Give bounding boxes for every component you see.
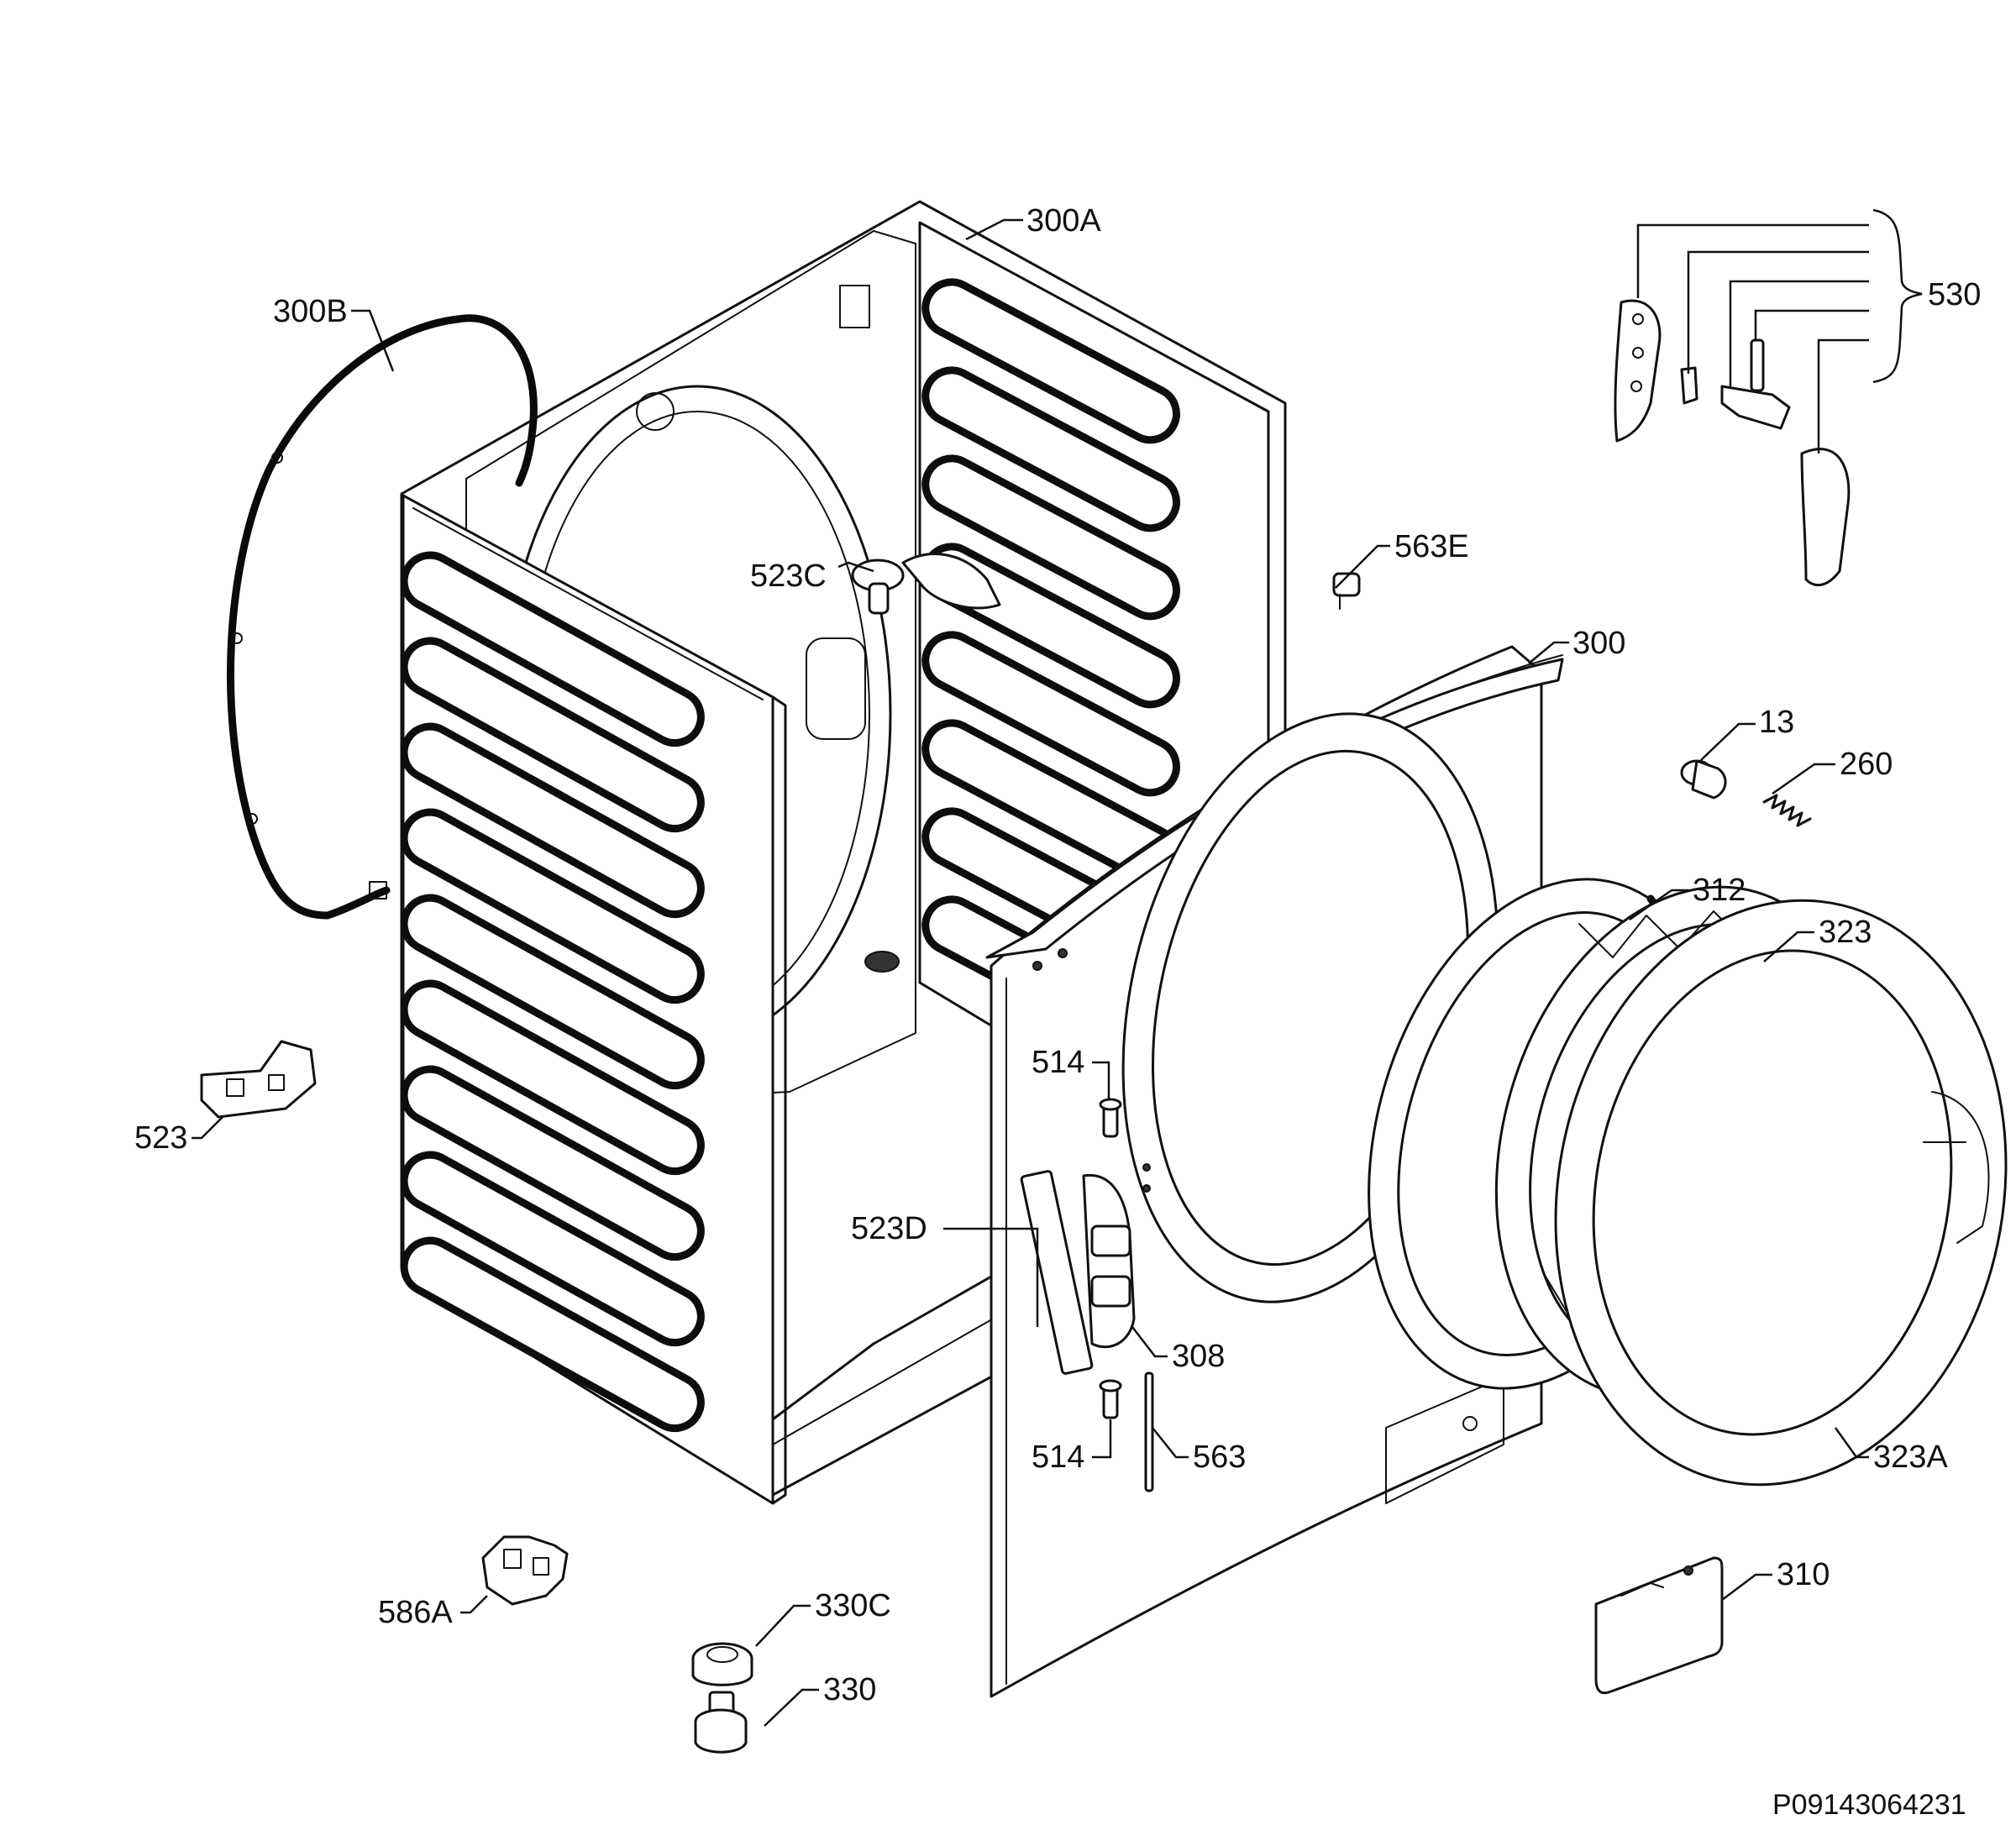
label-330: 330 — [823, 1672, 876, 1707]
label-308: 308 — [1172, 1339, 1225, 1374]
part-586A — [481, 1535, 569, 1606]
foot-330 — [694, 1691, 748, 1754]
hinge-523D-308 — [1020, 1170, 1136, 1375]
screw-514-top — [1099, 1098, 1122, 1138]
seal-300B — [226, 314, 538, 920]
part-563E — [1332, 572, 1361, 610]
outer-door-323A — [1554, 899, 2008, 1487]
label-300B: 300B — [273, 294, 348, 329]
part-13 — [1680, 759, 1727, 800]
label-523C: 523C — [750, 559, 827, 594]
label-514-top: 514 — [1032, 1045, 1084, 1080]
pin-563 — [1144, 1371, 1154, 1492]
label-323A: 323A — [1873, 1440, 1948, 1475]
label-300A: 300A — [1026, 203, 1101, 239]
label-514-bottom: 514 — [1032, 1440, 1084, 1475]
nut-330C — [691, 1642, 753, 1686]
drawing-code: P09143064231 — [1772, 1789, 1966, 1821]
label-563E: 563E — [1394, 529, 1469, 564]
part-labels: 300A 300B 530 563E 523C 300 13 260 312 3… — [134, 203, 1981, 1821]
label-563: 563 — [1193, 1440, 1246, 1475]
label-13: 13 — [1759, 705, 1794, 740]
label-530: 530 — [1928, 277, 1981, 312]
label-330C: 330C — [815, 1588, 891, 1623]
label-523: 523 — [134, 1120, 187, 1156]
label-310: 310 — [1777, 1557, 1830, 1592]
label-260: 260 — [1840, 747, 1893, 782]
label-323: 323 — [1819, 915, 1872, 950]
filter-door-310 — [1594, 1556, 1724, 1695]
spring-260 — [1762, 794, 1812, 827]
label-586A: 586A — [378, 1595, 453, 1630]
bracket-523 — [200, 1040, 317, 1119]
label-312: 312 — [1693, 873, 1746, 908]
leader-lines — [192, 218, 1869, 1727]
hinge-kit-530 — [1614, 208, 1923, 587]
label-300: 300 — [1572, 626, 1625, 661]
label-523D: 523D — [851, 1211, 927, 1246]
screw-514-bottom — [1099, 1379, 1122, 1419]
